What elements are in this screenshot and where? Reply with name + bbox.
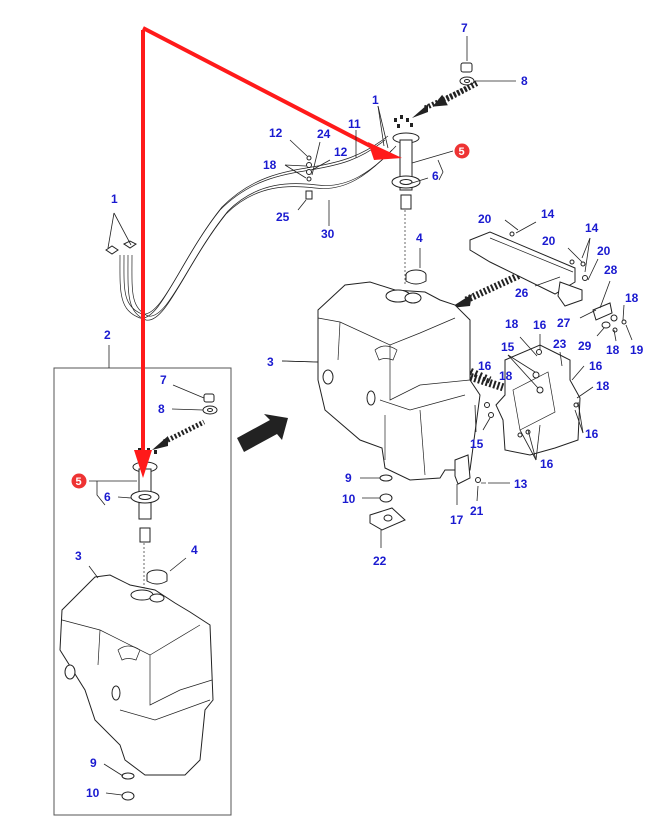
callout-badge-5-main[interactable]: 5 xyxy=(454,143,470,159)
nut-washer-main xyxy=(459,62,475,86)
label-7: 7 xyxy=(461,21,468,35)
leader-lines-inset xyxy=(88,345,319,796)
label-16: 16 xyxy=(478,359,492,373)
mounting-panel-23 xyxy=(484,344,581,456)
screws-main xyxy=(394,115,413,128)
highlight-arrows xyxy=(134,26,402,478)
label-26: 26 xyxy=(515,286,529,300)
fuel-lines xyxy=(105,135,397,321)
label-22: 22 xyxy=(373,554,387,568)
label-18: 18 xyxy=(625,291,639,305)
inset-to-main-arrow xyxy=(237,414,288,452)
drain-parts-main xyxy=(369,474,406,531)
label-3: 3 xyxy=(267,355,274,369)
label-4: 4 xyxy=(191,543,198,557)
label-25: 25 xyxy=(276,210,290,224)
labels-main: 7 8 1 11 12 24 12 18 25 30 1 6 4 3 9 10 … xyxy=(111,21,644,568)
label-18: 18 xyxy=(263,158,277,172)
label-7: 7 xyxy=(160,373,167,387)
hatched-arrow-inset xyxy=(152,419,206,450)
labels-inset: 2 7 8 6 3 4 9 10 xyxy=(75,328,198,800)
label-15: 15 xyxy=(501,340,515,354)
label-12: 12 xyxy=(269,126,283,140)
highlight-arrowhead-main xyxy=(368,142,402,160)
label-23: 23 xyxy=(553,337,567,351)
label-20: 20 xyxy=(542,234,556,248)
drain-parts-inset xyxy=(121,772,135,801)
label-9: 9 xyxy=(345,471,352,485)
label-9: 9 xyxy=(90,756,97,770)
bracket-26 xyxy=(469,231,627,333)
label-14: 14 xyxy=(585,221,599,235)
label-16: 16 xyxy=(533,318,547,332)
bracket-17 xyxy=(454,454,486,485)
label-13: 13 xyxy=(514,477,528,491)
label-28: 28 xyxy=(604,263,618,277)
label-20: 20 xyxy=(478,212,492,226)
label-3: 3 xyxy=(75,549,82,563)
filler-cap-main xyxy=(405,269,427,285)
svg-text:5: 5 xyxy=(76,476,82,488)
part-5-sender-main xyxy=(391,115,421,285)
label-21: 21 xyxy=(470,504,484,518)
label-14: 14 xyxy=(541,207,555,221)
label-16: 16 xyxy=(589,359,603,373)
fuel-tank-inset xyxy=(59,574,214,776)
hatched-arrow-bracket xyxy=(450,271,522,308)
label-18: 18 xyxy=(505,317,519,331)
callout-badge-5-inset[interactable]: 5 xyxy=(71,473,87,489)
label-10: 10 xyxy=(342,492,356,506)
nut-washer-inset xyxy=(202,393,218,415)
label-1: 1 xyxy=(372,93,379,107)
label-11: 11 xyxy=(348,117,361,131)
fuel-tank-main xyxy=(317,281,481,481)
label-8: 8 xyxy=(521,74,528,88)
label-17: 17 xyxy=(450,513,464,527)
label-27: 27 xyxy=(557,316,571,330)
svg-text:5: 5 xyxy=(459,146,465,158)
label-18: 18 xyxy=(606,343,620,357)
label-10: 10 xyxy=(86,786,100,800)
label-16: 16 xyxy=(540,457,554,471)
leader-lines-main xyxy=(107,36,633,548)
label-1: 1 xyxy=(111,192,118,206)
label-6: 6 xyxy=(104,490,111,504)
label-29: 29 xyxy=(578,339,592,353)
label-24: 24 xyxy=(317,127,331,141)
label-16: 16 xyxy=(585,427,599,441)
label-15: 15 xyxy=(470,437,484,451)
hose-clamp-hardware xyxy=(305,155,313,200)
label-30: 30 xyxy=(321,227,335,241)
hatched-arrow-top xyxy=(412,85,470,118)
label-18: 18 xyxy=(499,369,513,383)
filler-cap-inset xyxy=(146,569,168,585)
label-19: 19 xyxy=(630,343,644,357)
label-2: 2 xyxy=(104,328,111,342)
label-6: 6 xyxy=(432,169,439,183)
label-20: 20 xyxy=(597,244,611,258)
label-4: 4 xyxy=(416,231,423,245)
label-18: 18 xyxy=(596,379,610,393)
label-8: 8 xyxy=(158,402,165,416)
highlight-arrowhead-inset xyxy=(134,450,152,478)
label-12: 12 xyxy=(334,145,348,159)
